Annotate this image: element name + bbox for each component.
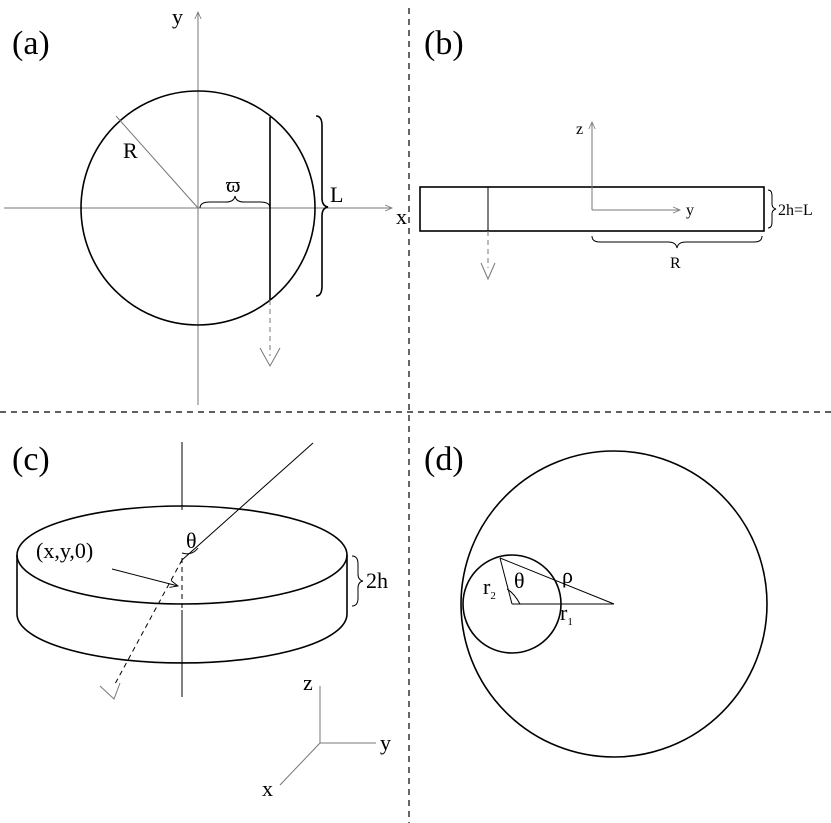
offset-label: ϖ bbox=[226, 172, 240, 197]
thickness-brace bbox=[767, 189, 777, 229]
point-label: (x,y,0) bbox=[36, 538, 93, 563]
axes-z-label: z bbox=[303, 670, 313, 695]
point-arrow bbox=[111, 568, 178, 586]
rho-label: ρ bbox=[562, 563, 573, 588]
eye-icon bbox=[259, 347, 281, 368]
panel-c: (c) θ (x,y,0) 2h z y x bbox=[12, 441, 391, 801]
panel-b-tag: (b) bbox=[424, 25, 464, 62]
panel-d-tag: (d) bbox=[424, 441, 464, 478]
slab-z-label: z bbox=[576, 121, 583, 138]
slab-radius-label: R bbox=[670, 255, 681, 272]
r2-segment bbox=[499, 557, 513, 605]
disk-circle bbox=[80, 90, 316, 326]
cylinder-bottom-edge bbox=[16, 613, 348, 664]
ray-eye-icon bbox=[99, 682, 121, 700]
r2-label: r2 bbox=[483, 574, 496, 602]
r1-label: r1 bbox=[560, 600, 573, 628]
panel-d: (d) r2 θ ρ r1 bbox=[424, 441, 768, 758]
x-axis-label: x bbox=[396, 204, 407, 229]
axes-y-label: y bbox=[380, 730, 391, 755]
inner-angle-arc bbox=[506, 588, 521, 605]
slab-eye-icon bbox=[480, 262, 496, 281]
radius-label: R bbox=[123, 138, 138, 163]
panel-a: (a) y x R ϖ L bbox=[4, 4, 407, 405]
inner-angle-label: θ bbox=[514, 568, 525, 593]
rho-segment bbox=[499, 557, 615, 605]
oblique-ray-lower bbox=[114, 559, 183, 685]
oblique-ray-upper bbox=[181, 442, 314, 561]
outer-circle bbox=[460, 450, 768, 758]
angle-arc bbox=[181, 547, 199, 555]
chord-length-label: L bbox=[330, 182, 343, 207]
height-brace bbox=[351, 555, 364, 607]
height-label: 2h bbox=[366, 568, 388, 593]
chord-length-brace bbox=[315, 115, 329, 297]
offset-brace bbox=[199, 195, 271, 209]
axes-x-line bbox=[279, 742, 321, 786]
panel-b: (b) z y 2h=L R bbox=[419, 25, 813, 281]
angle-label: θ bbox=[186, 528, 197, 553]
axes-x-label: x bbox=[262, 776, 273, 801]
thickness-label: 2h=L bbox=[778, 202, 813, 219]
slab-y-label: y bbox=[686, 202, 694, 219]
panel-a-tag: (a) bbox=[12, 25, 50, 62]
panel-c-tag: (c) bbox=[12, 441, 50, 478]
slab-radius-brace bbox=[591, 235, 763, 249]
radius-line bbox=[115, 115, 199, 209]
y-axis-label: y bbox=[172, 4, 183, 29]
